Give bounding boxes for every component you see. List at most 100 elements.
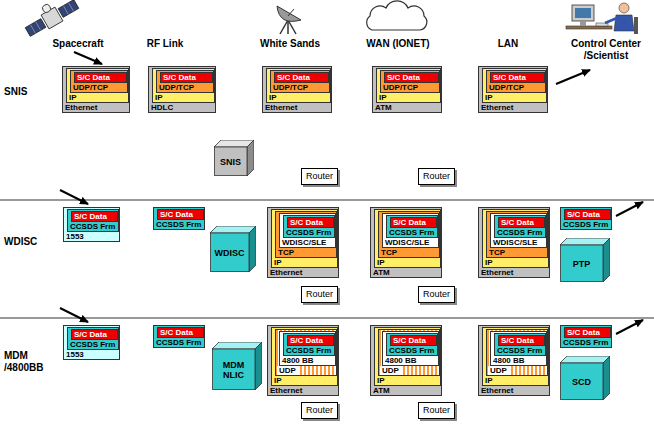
layer-label: S/C Data (501, 336, 534, 345)
device-cube: MDM NLIC (212, 342, 262, 390)
frame-layer: CCSDS FrmS/C Data (283, 333, 335, 356)
data-layer: S/C Data (498, 217, 545, 228)
link-layer: EthernetIPUDP/TCPS/C Data (478, 66, 548, 113)
layer-label: UDP/TCP (383, 83, 418, 92)
layer-label: Ethernet (270, 268, 302, 277)
layer-label: HDLC (151, 103, 173, 112)
layer-label: S/C Data (277, 73, 310, 82)
layer-label: Ethernet (270, 386, 302, 395)
layer-label: IP (485, 258, 493, 267)
device-cube: SCD (560, 356, 610, 400)
device-label: SNIS (220, 157, 242, 167)
frame-layer: CCSDS FrmS/C Data (67, 209, 119, 232)
flow-arrow (616, 320, 643, 334)
link-layer: EthernetIPUDP/TCPS/C Data (62, 66, 130, 113)
network-layer: IPUDP4800 BBCCSDS FrmS/C Data (271, 327, 338, 386)
layer-label: IP (274, 376, 282, 385)
data-layer: S/C Data (157, 327, 204, 338)
layer-label: Ethernet (481, 386, 513, 395)
network-layer: IPUDP/TCPS/C Data (66, 68, 129, 103)
service-layer: 4800 BBCCSDS FrmS/C Data (382, 331, 439, 366)
column-header: White Sands (245, 38, 335, 50)
frame-layer: CCSDS FrmS/C Data (153, 207, 205, 230)
data-layer: S/C Data (71, 329, 118, 340)
layer-label: IP (485, 376, 493, 385)
transport-layer: TCPWDISC/SLECCSDS FrmS/C Data (275, 211, 337, 258)
link-layer: EthernetIPTCPWDISC/SLECCSDS FrmS/C Data (478, 207, 550, 278)
frame-layer: CCSDS FrmS/C Data (494, 333, 546, 356)
device-label: MDM NLIC (216, 360, 251, 380)
layer-label: CCSDS Frm (563, 338, 608, 347)
link-layer: ATMIPUDP/TCPS/C Data (372, 66, 442, 113)
column-header: Control Center /Scientist (563, 38, 649, 62)
layer-label: S/C Data (493, 73, 526, 82)
data-layer: S/C Data (287, 335, 334, 346)
layer-label: UDP (488, 366, 509, 375)
layer-label: Ethernet (481, 268, 513, 277)
data-layer: S/C Data (384, 72, 439, 83)
layer-label: WDISC/SLE (493, 238, 537, 247)
data-layer: S/C Data (71, 211, 118, 222)
layer-label: IP (377, 376, 385, 385)
router-label: Router (306, 171, 333, 182)
layer-label: CCSDS Frm (70, 340, 115, 349)
layer-label: 4800 BB (385, 356, 417, 365)
router-label: Router (306, 289, 333, 300)
layer-label: CCSDS Frm (286, 228, 331, 237)
data-layer: S/C Data (490, 72, 545, 83)
layer-label: S/C Data (387, 73, 420, 82)
layer-label: UDP/TCP (489, 83, 524, 92)
column-header: LAN (478, 38, 538, 50)
device-label: WDISC (215, 248, 245, 258)
data-layer: S/C Data (564, 327, 611, 338)
network-layer: IPTCPWDISC/SLECCSDS FrmS/C Data (271, 209, 338, 268)
cloud-icon (367, 1, 427, 30)
bus-layer: 1553CCSDS FrmS/C Data (63, 325, 120, 360)
layer-label: CCSDS Frm (70, 222, 115, 231)
row-divider (0, 199, 654, 201)
antenna-icon (277, 6, 301, 34)
network-layer: IPUDP4800 BBCCSDS FrmS/C Data (482, 327, 549, 386)
device-label: SCD (572, 377, 592, 387)
transport-layer: UDP/TCPS/C Data (270, 70, 330, 93)
network-layer: IPTCPWDISC/SLECCSDS FrmS/C Data (374, 209, 441, 268)
layer-label: UDP/TCP (159, 83, 194, 92)
data-layer: S/C Data (390, 335, 437, 346)
router-box: Router (418, 286, 455, 303)
layer-label: IP (155, 93, 163, 102)
row-label: SNIS (4, 86, 56, 98)
frame-layer: CCSDS FrmS/C Data (560, 325, 612, 348)
layer-label: CCSDS Frm (156, 338, 201, 347)
frame-layer: CCSDS FrmS/C Data (153, 325, 205, 348)
layer-label: CCSDS Frm (389, 228, 434, 237)
link-layer: ATMIPTCPWDISC/SLECCSDS FrmS/C Data (370, 207, 442, 278)
layer-label: S/C Data (567, 210, 600, 219)
layer-label: UDP/TCP (73, 83, 108, 92)
column-header: Spacecraft (38, 38, 118, 50)
network-layer: IPUDP/TCPS/C Data (266, 68, 331, 103)
layer-label: WDISC/SLE (282, 238, 326, 247)
router-box: Router (301, 168, 338, 185)
device-cube: PTP (560, 238, 610, 282)
flow-arrow (616, 202, 643, 216)
layer-label: WDISC/SLE (385, 238, 429, 247)
frame-layer: CCSDS FrmS/C Data (560, 207, 612, 230)
scientist-icon (566, 3, 638, 34)
layer-label: S/C Data (393, 218, 426, 227)
layer-label: Ethernet (481, 103, 513, 112)
layer-label: S/C Data (160, 328, 193, 337)
column-header: RF Link (125, 38, 205, 50)
network-layer: IPUDP4800 BBCCSDS FrmS/C Data (374, 327, 441, 386)
layer-label: 4800 BB (282, 356, 314, 365)
router-label: Router (423, 171, 450, 182)
router-box: Router (301, 286, 338, 303)
layer-label: IP (69, 93, 77, 102)
layer-label: CCSDS Frm (497, 228, 542, 237)
service-layer: WDISC/SLECCSDS FrmS/C Data (382, 213, 439, 248)
transport-layer: UDP/TCPS/C Data (156, 70, 214, 93)
layer-label: TCP (489, 248, 505, 257)
transport-layer: TCPWDISC/SLECCSDS FrmS/C Data (486, 211, 548, 258)
router-box: Router (418, 168, 455, 185)
layer-label: S/C Data (393, 336, 426, 345)
